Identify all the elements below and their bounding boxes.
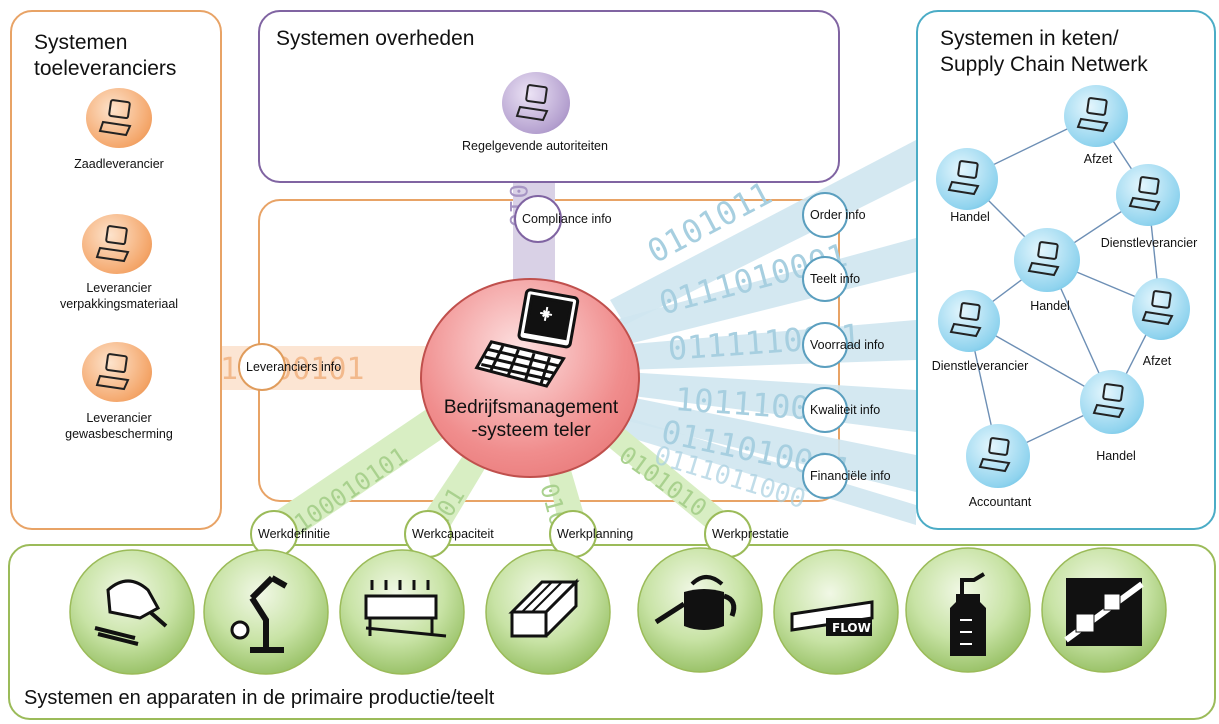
packaging-line-icon — [1041, 547, 1167, 673]
suppliers-title: Systemen toeleveranciers — [34, 31, 177, 80]
chain-node-label: Dienstleverancier — [931, 359, 1029, 373]
laptop-icon — [1064, 85, 1128, 147]
laptop-icon — [502, 72, 570, 134]
laptop-icon — [938, 290, 1000, 352]
laptop-icon — [82, 214, 152, 274]
spray-bottle-icon — [905, 547, 1031, 673]
chain-title: Systemen in keten/ Supply Chain Netwerk — [940, 27, 1148, 76]
chain-node-label: Accountant — [968, 495, 1032, 509]
animal-scanner-icon — [69, 549, 195, 675]
center-label: Bedrijfsmanagement -systeem teler — [443, 397, 619, 441]
laptop-icon — [1080, 370, 1144, 434]
chain-node-label: Dienstleverancier — [1100, 236, 1198, 250]
laptop-icon — [1116, 164, 1180, 226]
chain-node-label: Handel — [1030, 299, 1070, 313]
greenhouse-icon — [485, 549, 611, 675]
werkprestatie-bubble: Werkprestatie — [704, 510, 789, 558]
government-label: Regelgevende autoriteiten — [462, 139, 608, 153]
svg-text:FLOW: FLOW — [832, 621, 871, 635]
watering-can-icon — [637, 547, 763, 673]
chain-node-label: Handel — [1096, 449, 1136, 463]
order-info-bubble: Order info — [802, 192, 866, 238]
supplier-label: Zaadleverancier — [74, 157, 164, 171]
chain-node-label: Afzet — [1142, 354, 1172, 368]
kwaliteit-info-bubble: Kwaliteit info — [802, 387, 880, 433]
conveyor-machine-icon — [339, 549, 465, 675]
production-title: Systemen en apparaten in de primaire pro… — [24, 687, 495, 709]
robot-arm-icon — [203, 549, 329, 675]
government-title: Systemen overheden — [276, 27, 475, 50]
supplier-label: Leverancier gewasbescherming — [65, 411, 173, 441]
laptop-icon — [936, 148, 998, 210]
supplier-label: Leverancier verpakkingsmateriaal — [59, 281, 179, 311]
teelt-info-bubble: Teelt info — [802, 256, 860, 302]
laptop-icon — [1014, 228, 1080, 292]
chain-node-label: Afzet — [1083, 152, 1113, 166]
laptop-icon — [86, 88, 152, 148]
chain-node-label: Handel — [950, 210, 990, 224]
laptop-icon — [1132, 278, 1190, 340]
laptop-icon — [966, 424, 1030, 488]
flow-machine-icon: FLOW — [773, 549, 899, 675]
laptop-icon — [82, 342, 152, 402]
